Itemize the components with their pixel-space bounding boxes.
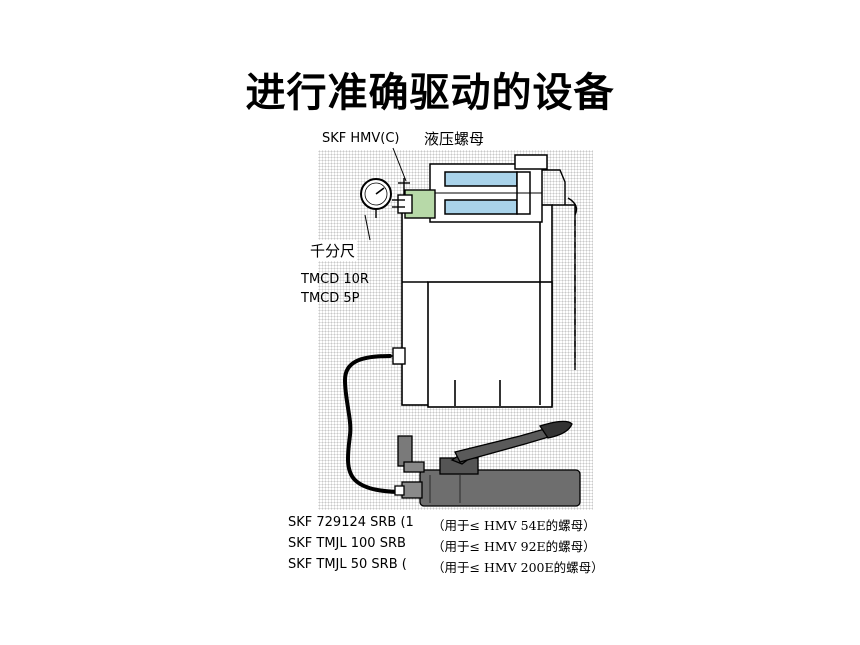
hydraulic-pump (394, 420, 581, 507)
leader-lines (364, 147, 407, 241)
hydraulic-nut (429, 154, 548, 223)
micrometer-gauge (360, 178, 436, 219)
label-skf-hmv: SKF HMV(C) (322, 131, 400, 146)
pump-note-2: （用于≤ HMV 92E的螺母） (432, 539, 596, 554)
pump-note-3: （用于≤ HMV 200E的螺母） (432, 560, 604, 575)
pump-model-3: SKF TMJL 50 SRB ( (288, 557, 407, 572)
label-tmcd-10r: TMCD 10R (301, 272, 369, 287)
page-title: 进行准确驱动的设备 (245, 69, 615, 116)
label-micrometer: 千分尺 (308, 240, 358, 261)
pump-model-2: SKF TMJL 100 SRB (288, 536, 406, 551)
pump-note-1: （用于≤ HMV 54E的螺母） (432, 518, 596, 533)
shaft-housing (401, 204, 553, 408)
label-tmcd-5p: TMCD 5P (301, 291, 360, 306)
hydraulic-hose (342, 354, 407, 494)
label-hydraulic-nut: 液压螺母 (422, 128, 487, 149)
pump-model-1: SKF 729124 SRB (1 (288, 515, 414, 530)
sleeve-lines (540, 169, 578, 370)
